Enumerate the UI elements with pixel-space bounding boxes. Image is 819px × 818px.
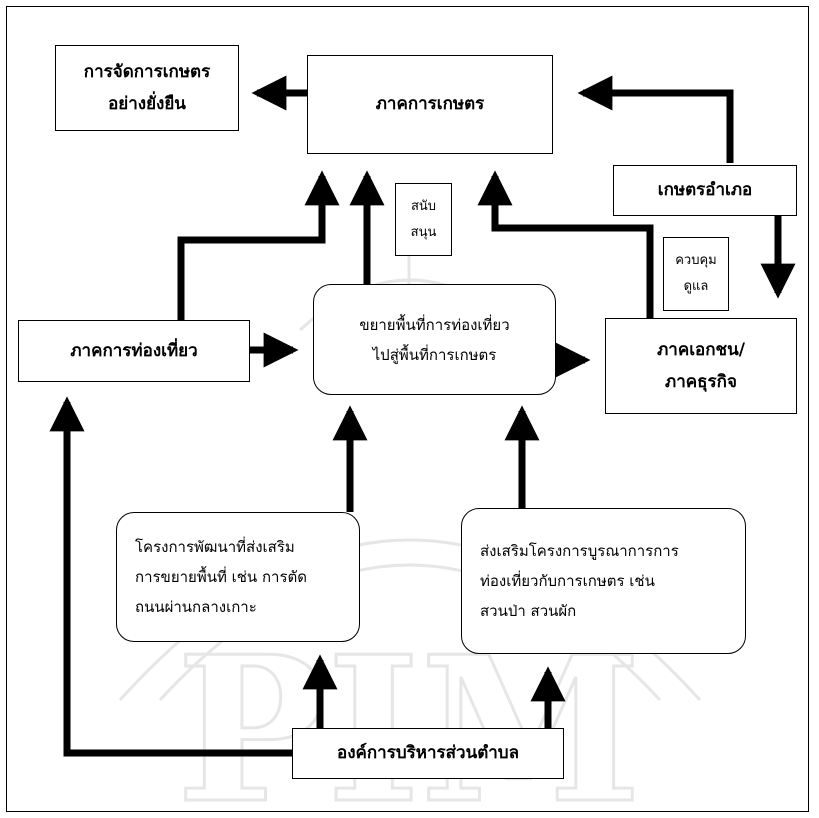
- node-expand-tourism-line1: ขยายพื้นที่การท่องเที่ยว: [359, 315, 510, 334]
- node-private-sector-line2: ภาคธุรกิจ: [665, 372, 737, 392]
- node-tourism-sector: ภาคการท่องเที่ยว: [18, 320, 250, 382]
- node-district-agriculture-line1: เกษตรอำเภอ: [657, 180, 753, 201]
- node-subdistrict-administration: องค์การบริหารส่วนตำบล: [292, 728, 564, 779]
- node-private-sector-line1: ภาคเอกชน/: [657, 339, 745, 360]
- label-support-line1: สนับ: [410, 198, 437, 214]
- node-tourism-sector-line1: ภาคการท่องเที่ยว: [70, 340, 198, 361]
- node-expand-tourism-line2: ไปสู่พื้นที่การเกษตร: [372, 345, 497, 364]
- node-promote-project-line2: ท่องเที่ยวกับการเกษตร เช่น: [480, 572, 655, 590]
- node-promote-project-line3: สวนป่า สวนผัก: [480, 602, 577, 620]
- arrow-private-to-agri: [477, 170, 654, 318]
- diagram-frame: [6, 6, 809, 812]
- arrow-sao-to-tourism: [49, 396, 292, 757]
- node-private-sector: ภาคเอกชน/ ภาคธุรกิจ: [605, 318, 797, 414]
- node-expand-tourism: ขยายพื้นที่การท่องเที่ยว ไปสู่พื้นที่การ…: [313, 284, 556, 395]
- node-agriculture-sector: ภาคการเกษตร: [307, 55, 553, 154]
- node-promote-project: ส่งเสริมโครงการบูรณาการการ ท่องเที่ยวกับ…: [461, 508, 746, 654]
- arrow-tourism-to-agri: [177, 170, 340, 320]
- label-support-line2: สนุน: [410, 224, 437, 240]
- node-development-project: โครงการพัฒนาที่ส่งเสริม การขยายพื้นที่ เ…: [116, 512, 360, 642]
- node-promote-project-line1: ส่งเสริมโครงการบูรณาการการ: [480, 542, 679, 560]
- node-development-project-line3: ถนนผ่านกลางเกาะ: [135, 598, 257, 616]
- node-development-project-line2: การขยายพื้นที่ เช่น การตัด: [135, 568, 307, 586]
- node-subdistrict-administration-line1: องค์การบริหารส่วนตำบล: [337, 743, 519, 764]
- node-development-project-line1: โครงการพัฒนาที่ส่งเสริม: [135, 538, 295, 556]
- label-support: สนับ สนุน: [395, 183, 452, 256]
- node-sustainable-agriculture-line2: อย่างยั่งยืน: [108, 94, 186, 114]
- node-district-agriculture: เกษตรอำเภอ: [613, 165, 797, 216]
- label-supervise: ควบคุม ดูแล: [663, 237, 729, 311]
- label-supervise-line1: ควบคุม: [675, 253, 717, 268]
- node-sustainable-agriculture: การจัดการเกษตร อย่างยั่งยืน: [55, 45, 239, 131]
- label-supervise-line2: ดูแล: [683, 279, 709, 294]
- arrow-district-to-agri: [577, 75, 734, 163]
- node-agriculture-sector-line1: ภาคการเกษตร: [375, 94, 485, 115]
- node-sustainable-agriculture-line1: การจัดการเกษตร: [83, 61, 211, 82]
